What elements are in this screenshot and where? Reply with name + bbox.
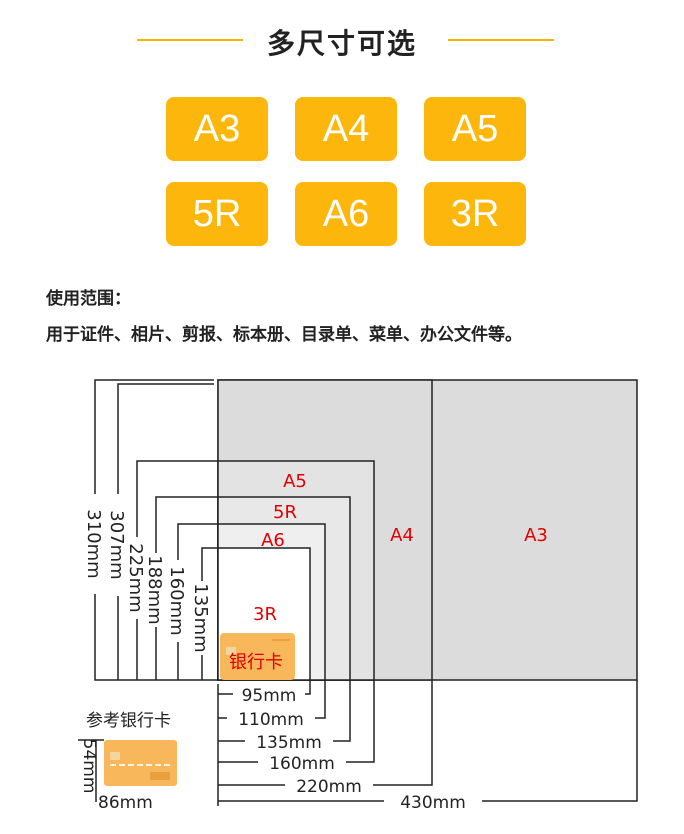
usage-text: 用于证件、相片、剪报、标本册、目录单、菜单、办公文件等。 [46, 325, 522, 345]
page-title: 多尺寸可选 [266, 27, 417, 60]
width-label-a5: 160mm [269, 754, 335, 774]
bank-card-chip [226, 647, 236, 655]
bank-card-label: 银行卡 [229, 652, 283, 673]
width-label-5r: 135mm [256, 733, 322, 753]
size-button-3r[interactable]: 3R [424, 182, 526, 246]
width-label-a6: 110mm [238, 710, 304, 730]
sheet-label-a3: A3 [524, 525, 548, 546]
size-button-5r[interactable]: 5R [166, 182, 268, 246]
width-label-a3: 430mm [400, 793, 466, 813]
height-label-a3: 310mm [83, 509, 104, 578]
size-button-a6[interactable]: A6 [295, 182, 397, 246]
bank-card [220, 633, 295, 680]
reference-card-title: 参考银行卡 [86, 711, 171, 731]
width-label-a4: 220mm [296, 777, 362, 797]
title-row: 多尺寸可选 [0, 18, 684, 62]
width-label-3r: 95mm [242, 686, 297, 706]
height-label-3r: 135mm [190, 583, 211, 652]
size-button-a5[interactable]: A5 [424, 97, 526, 161]
height-label-a6: 160mm [166, 566, 187, 635]
sheet-label-a4: A4 [390, 525, 414, 546]
height-label-a5: 225mm [125, 543, 146, 612]
sheet-label-a6: A6 [261, 530, 285, 551]
sheet-label-a5: A5 [283, 471, 307, 492]
title-left-line [137, 39, 243, 41]
size-button-a3[interactable]: A3 [166, 97, 268, 161]
reference-card-height: 54mm [79, 739, 99, 794]
size-button-a4[interactable]: A4 [295, 97, 397, 161]
reference-card-width: 86mm [98, 793, 153, 813]
height-label-a4: 307mm [106, 510, 127, 579]
reference-card-dimension-lines [78, 739, 104, 802]
reference-card-chip [110, 752, 120, 760]
sheet-label-5r: 5R [273, 502, 297, 523]
sheet-label-3r: 3R [253, 604, 277, 625]
reference-card-stripe [150, 772, 170, 780]
title-right-line [448, 39, 554, 41]
usage-heading: 使用范围： [46, 289, 131, 309]
width-label-backgrounds [227, 684, 482, 811]
height-label-backgrounds [84, 494, 213, 655]
height-label-5r: 188mm [144, 555, 165, 624]
